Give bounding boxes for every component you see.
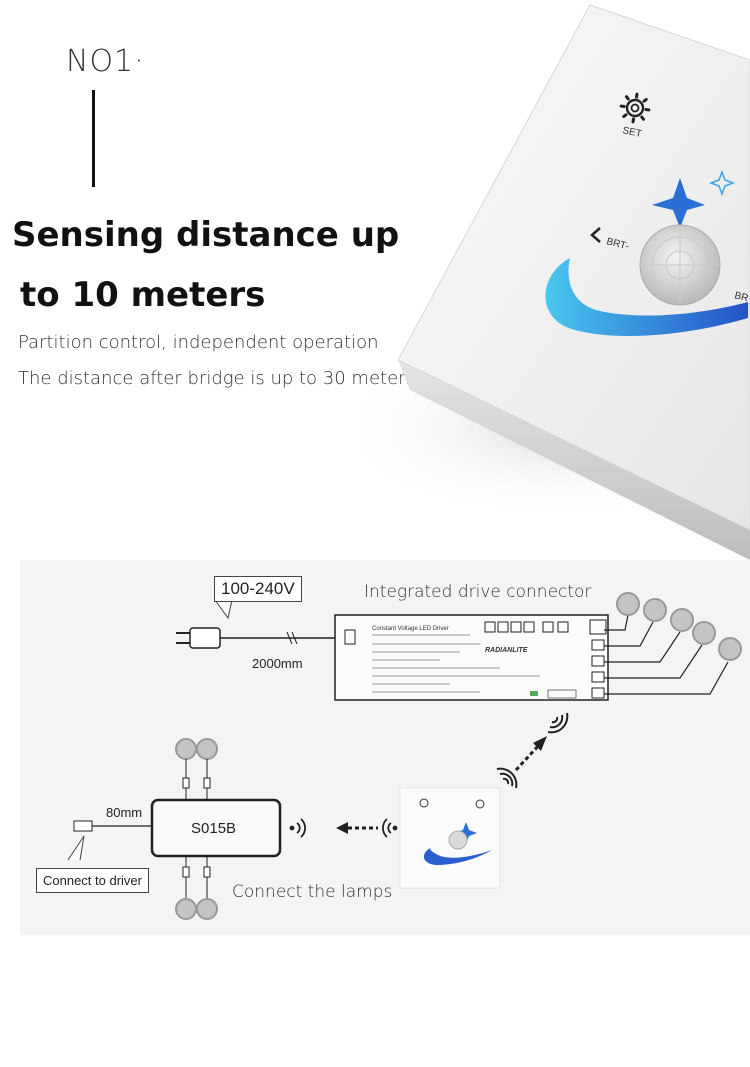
receiver-cable-length: 80mm: [106, 805, 143, 820]
signal-icon-panel: [496, 767, 518, 789]
lamp-wires-top: [182, 759, 211, 800]
arrow-to-receiver-icon: [336, 822, 378, 834]
connect-lamps-label: Connect the lamps: [232, 882, 393, 902]
signal-icon-receiver: [289, 818, 306, 838]
set-gear-icon: [619, 92, 651, 124]
signal-icon-driver: [547, 712, 569, 734]
diagram-drawing: RADIANLITE Constant Voltage LED Driver: [67, 592, 742, 920]
lamp-group-right: [616, 592, 742, 661]
lamp-group-top: [175, 738, 218, 760]
cable-length-label: 2000mm: [252, 656, 303, 671]
panel-controls: SET BRT- BR: [545, 92, 749, 337]
small-panel-thumbnail: [399, 787, 501, 889]
headline-line-2: to 10 meters: [20, 275, 266, 315]
signal-icon-panel-left: [382, 818, 398, 838]
voltage-callout: 100-240V: [214, 576, 302, 602]
driver-spec-text: Constant Voltage LED Driver: [372, 626, 449, 632]
receiver-model-label: S015B: [191, 820, 237, 837]
arrow-to-driver-icon: [514, 736, 547, 772]
lamp-wires-bottom: [182, 856, 211, 900]
star-logo-icon: [652, 169, 736, 228]
pir-sensor-dome: [639, 224, 721, 306]
brt-plus-label: BR: [733, 290, 749, 304]
led-driver-box: [334, 614, 609, 701]
set-label: SET: [621, 125, 642, 140]
vertical-divider: [92, 90, 95, 187]
subtitle-partition: Partition control, independent operation: [18, 332, 379, 353]
section-number: NO1·: [66, 44, 145, 79]
lamp-group-bottom: [175, 898, 218, 920]
blue-arc-logo: [545, 258, 748, 337]
connect-driver-callout: Connect to driver: [36, 868, 149, 893]
brt-minus-label: BRT-: [605, 236, 630, 252]
subtitle-distance: The distance after bridge is up to 30 me…: [18, 368, 415, 389]
brt-minus-chevron-icon: [590, 227, 601, 243]
wall-switch-panel: [360, 0, 750, 560]
headline-line-1: Sensing distance up: [12, 215, 400, 255]
driver-brand: RADIANLITE: [485, 647, 528, 654]
lamp-wires: [604, 614, 729, 695]
power-plug-icon: [176, 627, 221, 649]
drive-connector-label: Integrated drive connector: [364, 582, 592, 602]
receiver-connector: [73, 820, 93, 832]
receiver-box: [150, 798, 282, 858]
